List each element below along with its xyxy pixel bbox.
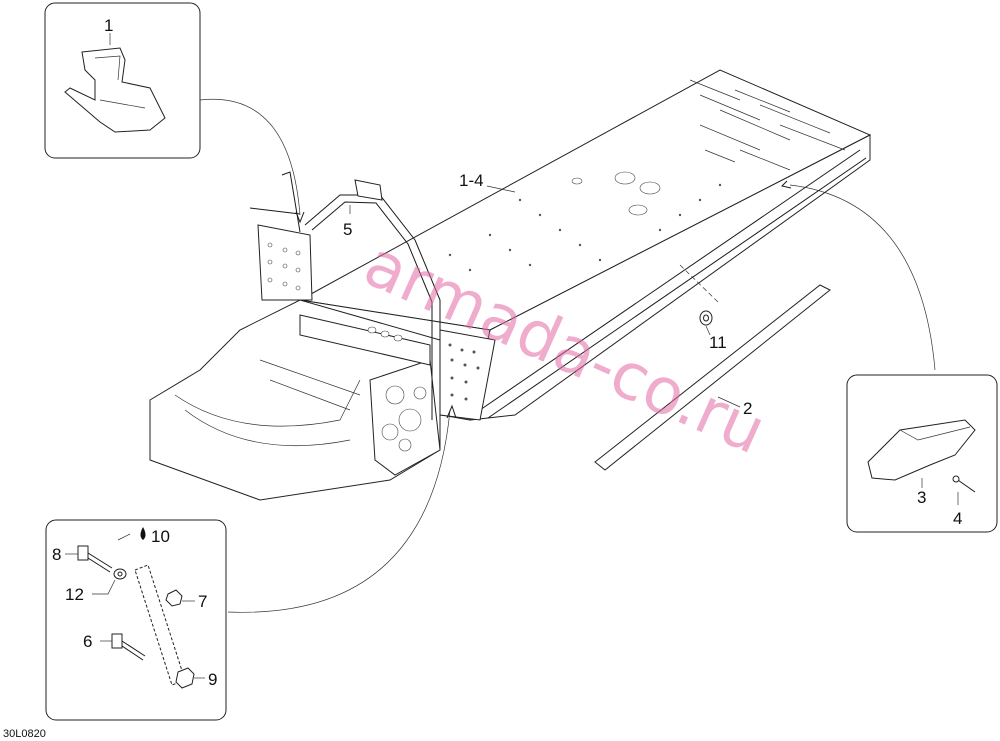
callout-7: 7 <box>198 592 207 611</box>
callout-3: 3 <box>917 488 926 507</box>
callout-6: 6 <box>83 632 92 651</box>
front-bulkhead <box>149 299 496 501</box>
callout-10: 10 <box>151 527 170 546</box>
callout-2: 2 <box>743 399 752 418</box>
inset-parts-3-4 <box>846 374 998 533</box>
callout-12: 12 <box>65 585 84 604</box>
callout-8: 8 <box>52 545 61 564</box>
running-board-part-2 <box>594 284 831 471</box>
inset-part-1 <box>44 2 201 159</box>
callout-1: 1 <box>104 16 113 35</box>
callout-9: 9 <box>208 670 217 689</box>
drawing-code: 30L0820 <box>3 728 46 740</box>
callout-leaders <box>65 33 959 679</box>
callout-11: 11 <box>709 333 727 352</box>
callout-1-4: 1-4 <box>459 171 484 190</box>
footrest-panel <box>249 171 313 301</box>
callout-labels: 1 1-4 5 11 2 3 4 10 8 12 7 6 9 <box>52 16 962 689</box>
steering-support <box>304 179 441 420</box>
callout-4: 4 <box>953 509 962 528</box>
leader-curves <box>199 98 936 613</box>
part-11-clip <box>679 264 719 326</box>
callout-5: 5 <box>343 220 352 239</box>
inset-hardware-6-12 <box>45 519 227 721</box>
